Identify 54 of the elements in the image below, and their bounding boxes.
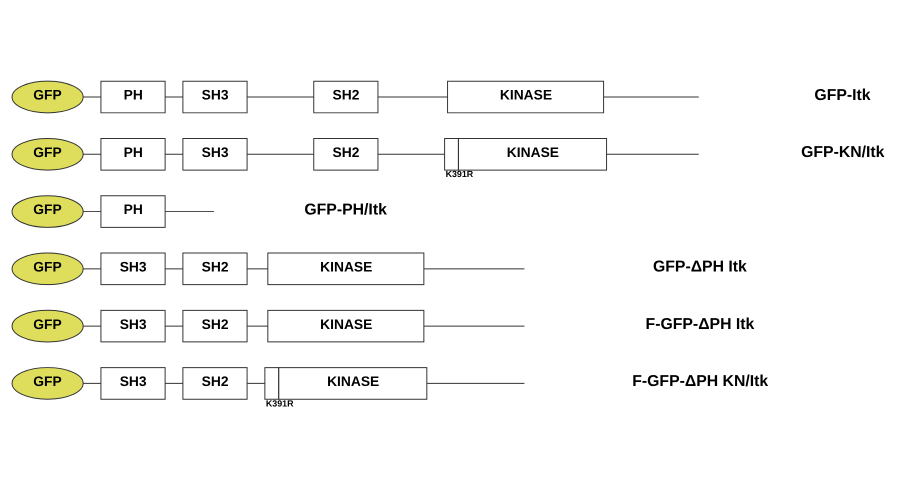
connector bbox=[378, 96, 448, 97]
connector bbox=[246, 268, 268, 269]
label: GFP-Itk bbox=[814, 86, 871, 104]
node-box: SH3 bbox=[100, 309, 166, 342]
label: GFP-PH/Itk bbox=[304, 200, 387, 218]
node-box: SH3 bbox=[100, 252, 166, 285]
label: F-GFP-ΔPH KN/Itk bbox=[632, 372, 768, 390]
connector bbox=[83, 210, 102, 212]
node-box: KINASE bbox=[267, 252, 424, 285]
node-box: PH bbox=[100, 194, 166, 228]
node-label: K391R bbox=[266, 398, 294, 408]
node-box: SH2 bbox=[313, 138, 378, 170]
node-ellipse: GFP bbox=[12, 366, 84, 400]
node-ellipse: GFP bbox=[12, 137, 84, 170]
node-label: K391R bbox=[446, 168, 474, 179]
connector bbox=[378, 153, 446, 154]
connector bbox=[246, 325, 268, 326]
node-box: SH2 bbox=[313, 80, 378, 113]
node-box: SH2 bbox=[182, 366, 248, 400]
connector bbox=[164, 268, 184, 269]
node-box: SH3 bbox=[182, 138, 248, 170]
connector bbox=[246, 382, 266, 384]
connector bbox=[83, 268, 102, 269]
node-box: PH bbox=[100, 138, 166, 170]
connector bbox=[83, 153, 102, 154]
node-ellipse: GFP bbox=[12, 309, 84, 342]
connector bbox=[164, 153, 184, 154]
connector bbox=[246, 96, 314, 97]
connector bbox=[164, 96, 184, 97]
node-box: KINASE bbox=[267, 309, 424, 342]
connector bbox=[164, 382, 184, 384]
connector bbox=[424, 325, 525, 326]
node-ellipse: GFP bbox=[12, 252, 84, 285]
node-box: SH2 bbox=[182, 252, 248, 285]
node-box: SH3 bbox=[182, 80, 248, 113]
label: GFP-KN/Itk bbox=[801, 144, 884, 161]
node-ellipse: GFP bbox=[12, 194, 84, 228]
connector bbox=[83, 96, 102, 97]
node-box: PH bbox=[100, 80, 166, 113]
node-ellipse: GFP bbox=[12, 80, 84, 113]
connector bbox=[606, 153, 700, 154]
connector bbox=[246, 153, 314, 154]
node-box: KINASE bbox=[447, 80, 604, 113]
connector bbox=[164, 325, 184, 326]
connector bbox=[424, 268, 525, 269]
connector bbox=[164, 210, 214, 212]
connector bbox=[83, 325, 102, 326]
connector bbox=[426, 382, 525, 384]
label: F-GFP-ΔPH Itk bbox=[646, 315, 754, 332]
connector bbox=[603, 96, 700, 97]
connector bbox=[83, 382, 102, 384]
node-box: SH3 bbox=[100, 366, 166, 400]
label: GFP-ΔPH Itk bbox=[652, 258, 747, 276]
node-box: SH2 bbox=[182, 309, 248, 342]
